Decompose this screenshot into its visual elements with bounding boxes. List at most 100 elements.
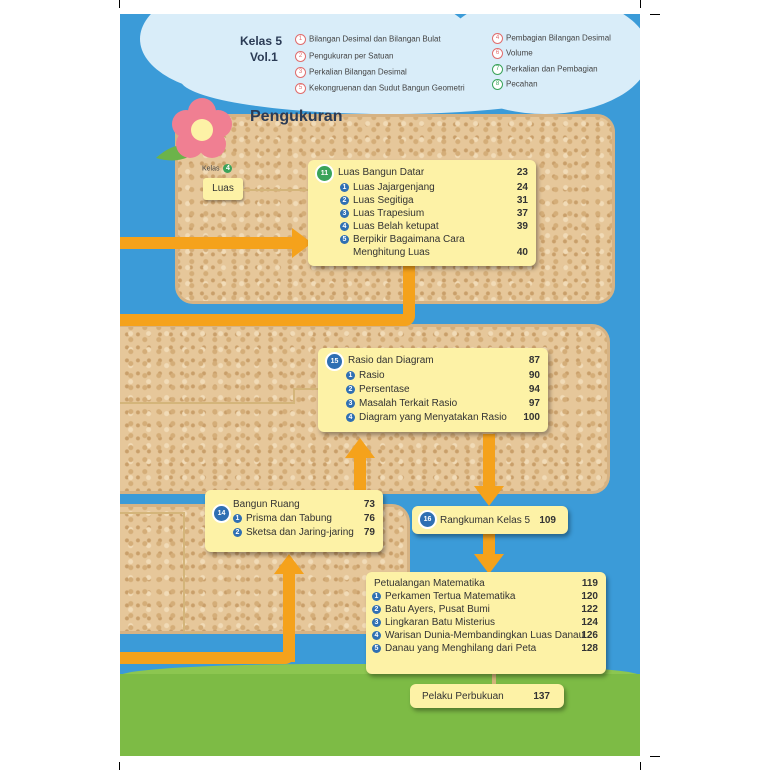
chapter-label: Bilangan Desimal dan Bilangan Bulat <box>309 34 441 44</box>
page-number: 87 <box>528 355 540 366</box>
connector-line <box>293 388 318 390</box>
chapter-card-rangkuman[interactable]: 16 Rangkuman Kelas 5 109 <box>412 506 568 534</box>
page-number: 126 <box>581 630 598 641</box>
page-number: 79 <box>363 527 375 538</box>
chapter-title: Bangun Ruang <box>233 499 300 510</box>
item-number: 5 <box>340 234 349 244</box>
page-number: 37 <box>516 208 528 219</box>
chapter-title: Petualangan Matematika <box>374 578 485 589</box>
prior-topic-card: Luas <box>203 178 243 200</box>
item-label: Warisan Dunia-Membandingkan Luas Danau <box>385 630 585 641</box>
crop-mark <box>640 762 641 770</box>
item-label: Luas Segitiga <box>353 195 414 206</box>
chapter-number: 1 <box>295 34 306 45</box>
arrow-line <box>483 534 495 559</box>
chapter-label: Kekongruenan dan Sudut Bangun Geometri <box>309 83 465 93</box>
chapter-title-row: Bangun Ruang 73 <box>205 498 383 511</box>
prior-grade-label: Kelas <box>202 165 220 173</box>
volume-label: Vol.1 <box>250 50 278 64</box>
item-number: 2 <box>346 384 355 394</box>
arrow-line <box>492 674 496 686</box>
chapter-title-row: Rangkuman Kelas 5 109 <box>412 514 568 527</box>
chapter-number: 3 <box>295 67 306 78</box>
chapter-title-row: Rasio dan Diagram 87 <box>318 354 548 367</box>
item-label: Lingkaran Batu Misterius <box>385 617 496 628</box>
page-number: 76 <box>363 513 375 524</box>
connector-line <box>293 388 295 404</box>
chapter-title-row: Pelaku Perbukuan 137 <box>410 690 564 703</box>
chapter-label: Pengukuran per Satuan <box>309 51 394 61</box>
item-number: 4 <box>346 412 355 422</box>
flower-icon <box>156 98 232 161</box>
arrow-line <box>483 434 495 489</box>
page-number: 100 <box>523 412 540 423</box>
connector-line <box>120 402 295 404</box>
page-number: 122 <box>581 604 598 615</box>
item-label: Danau yang Menghilang dari Peta <box>385 643 537 654</box>
connector-line <box>183 512 185 634</box>
arrow-head-icon <box>292 228 312 258</box>
connector-line <box>243 189 309 191</box>
chapter-number: 7 <box>492 64 503 75</box>
chapter-title: Rangkuman Kelas 5 <box>440 515 531 526</box>
chapter-title: Rasio dan Diagram <box>348 355 434 366</box>
toc-row[interactable]: Menghitung Luas 40 <box>308 246 536 259</box>
item-number: 3 <box>346 398 355 408</box>
cork-board <box>175 114 615 304</box>
connector-line <box>120 512 185 514</box>
item-label: Luas Jajargenjang <box>353 182 435 193</box>
page-number: 94 <box>528 384 540 395</box>
item-label: Sketsa dan Jaring-jaring <box>246 527 354 538</box>
arrow-head-icon <box>274 554 304 574</box>
item-label: Luas Trapesium <box>353 208 425 219</box>
chapter-card-pelaku[interactable]: Pelaku Perbukuan 137 <box>410 684 564 708</box>
page-number: 90 <box>528 370 540 381</box>
item-label: Batu Ayers, Pusat Bumi <box>385 604 490 615</box>
crop-mark <box>119 0 120 8</box>
arrow-line <box>120 652 295 664</box>
chapter-number: 8 <box>492 79 503 90</box>
connector-line <box>183 632 203 634</box>
arrow-head-icon <box>474 554 504 574</box>
prior-topic-label: Luas <box>212 183 234 194</box>
crop-mark <box>640 0 641 8</box>
page-number: 137 <box>533 691 550 702</box>
page-number: 97 <box>528 398 540 409</box>
page-number: 124 <box>581 617 598 628</box>
chapter-title-row: Luas Bangun Datar 23 <box>308 166 536 179</box>
grade-label: Kelas 5 <box>240 34 283 48</box>
chapter-title-row: Petualangan Matematika 119 <box>366 577 606 590</box>
chapter-label: Perkalian dan Pembagian <box>506 64 598 74</box>
chapter-number: 4 <box>492 33 503 44</box>
chapter-label: Perkalian Bilangan Desimal <box>309 67 407 77</box>
page-number: 23 <box>516 167 528 178</box>
item-label: Menghitung Luas <box>353 247 430 258</box>
page-number: 31 <box>516 195 528 206</box>
arrow-line <box>283 574 295 662</box>
